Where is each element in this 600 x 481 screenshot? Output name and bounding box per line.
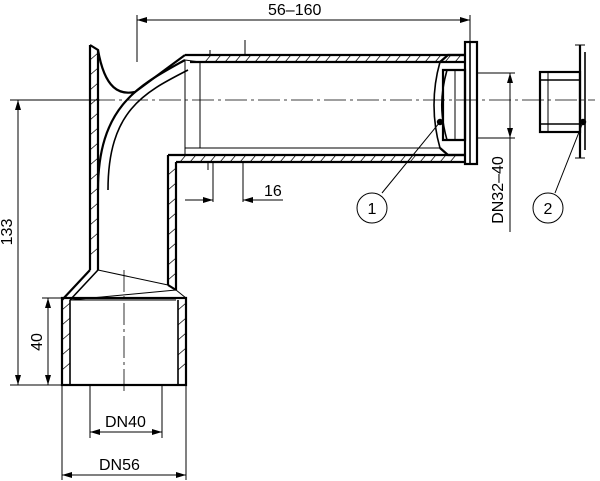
part-2-sleeve: [538, 44, 587, 159]
dim-socket-label: 40: [29, 333, 46, 351]
thread-ticks: [207, 40, 246, 170]
callout-1: 1: [356, 121, 441, 224]
callout-2: 2: [532, 121, 584, 224]
dimension-pitch: 16: [185, 162, 283, 203]
outlet-fitting: [433, 40, 515, 166]
dim-dn40-label: DN40: [105, 414, 146, 431]
dimension-dn40: DN40: [89, 385, 163, 438]
dimension-outlet: DN32–40: [490, 73, 513, 232]
dim-outlet-label: DN32–40: [490, 156, 507, 224]
dimension-length: 56–160: [136, 2, 471, 62]
dim-height-label: 133: [0, 219, 16, 246]
callout-2-label: 2: [544, 201, 553, 218]
center-lines: [60, 99, 595, 392]
dim-pitch-label: 16: [264, 183, 282, 200]
dimension-dn56: DN56: [61, 385, 187, 480]
callout-1-label: 1: [368, 201, 377, 218]
hatching-top: [61, 52, 462, 371]
dim-dn56-label: DN56: [99, 457, 140, 474]
dimension-height: 133: [0, 99, 100, 386]
dim-length-label: 56–160: [268, 2, 321, 19]
elbow-body: [60, 44, 465, 387]
dimension-socket-depth: 40: [29, 297, 70, 385]
